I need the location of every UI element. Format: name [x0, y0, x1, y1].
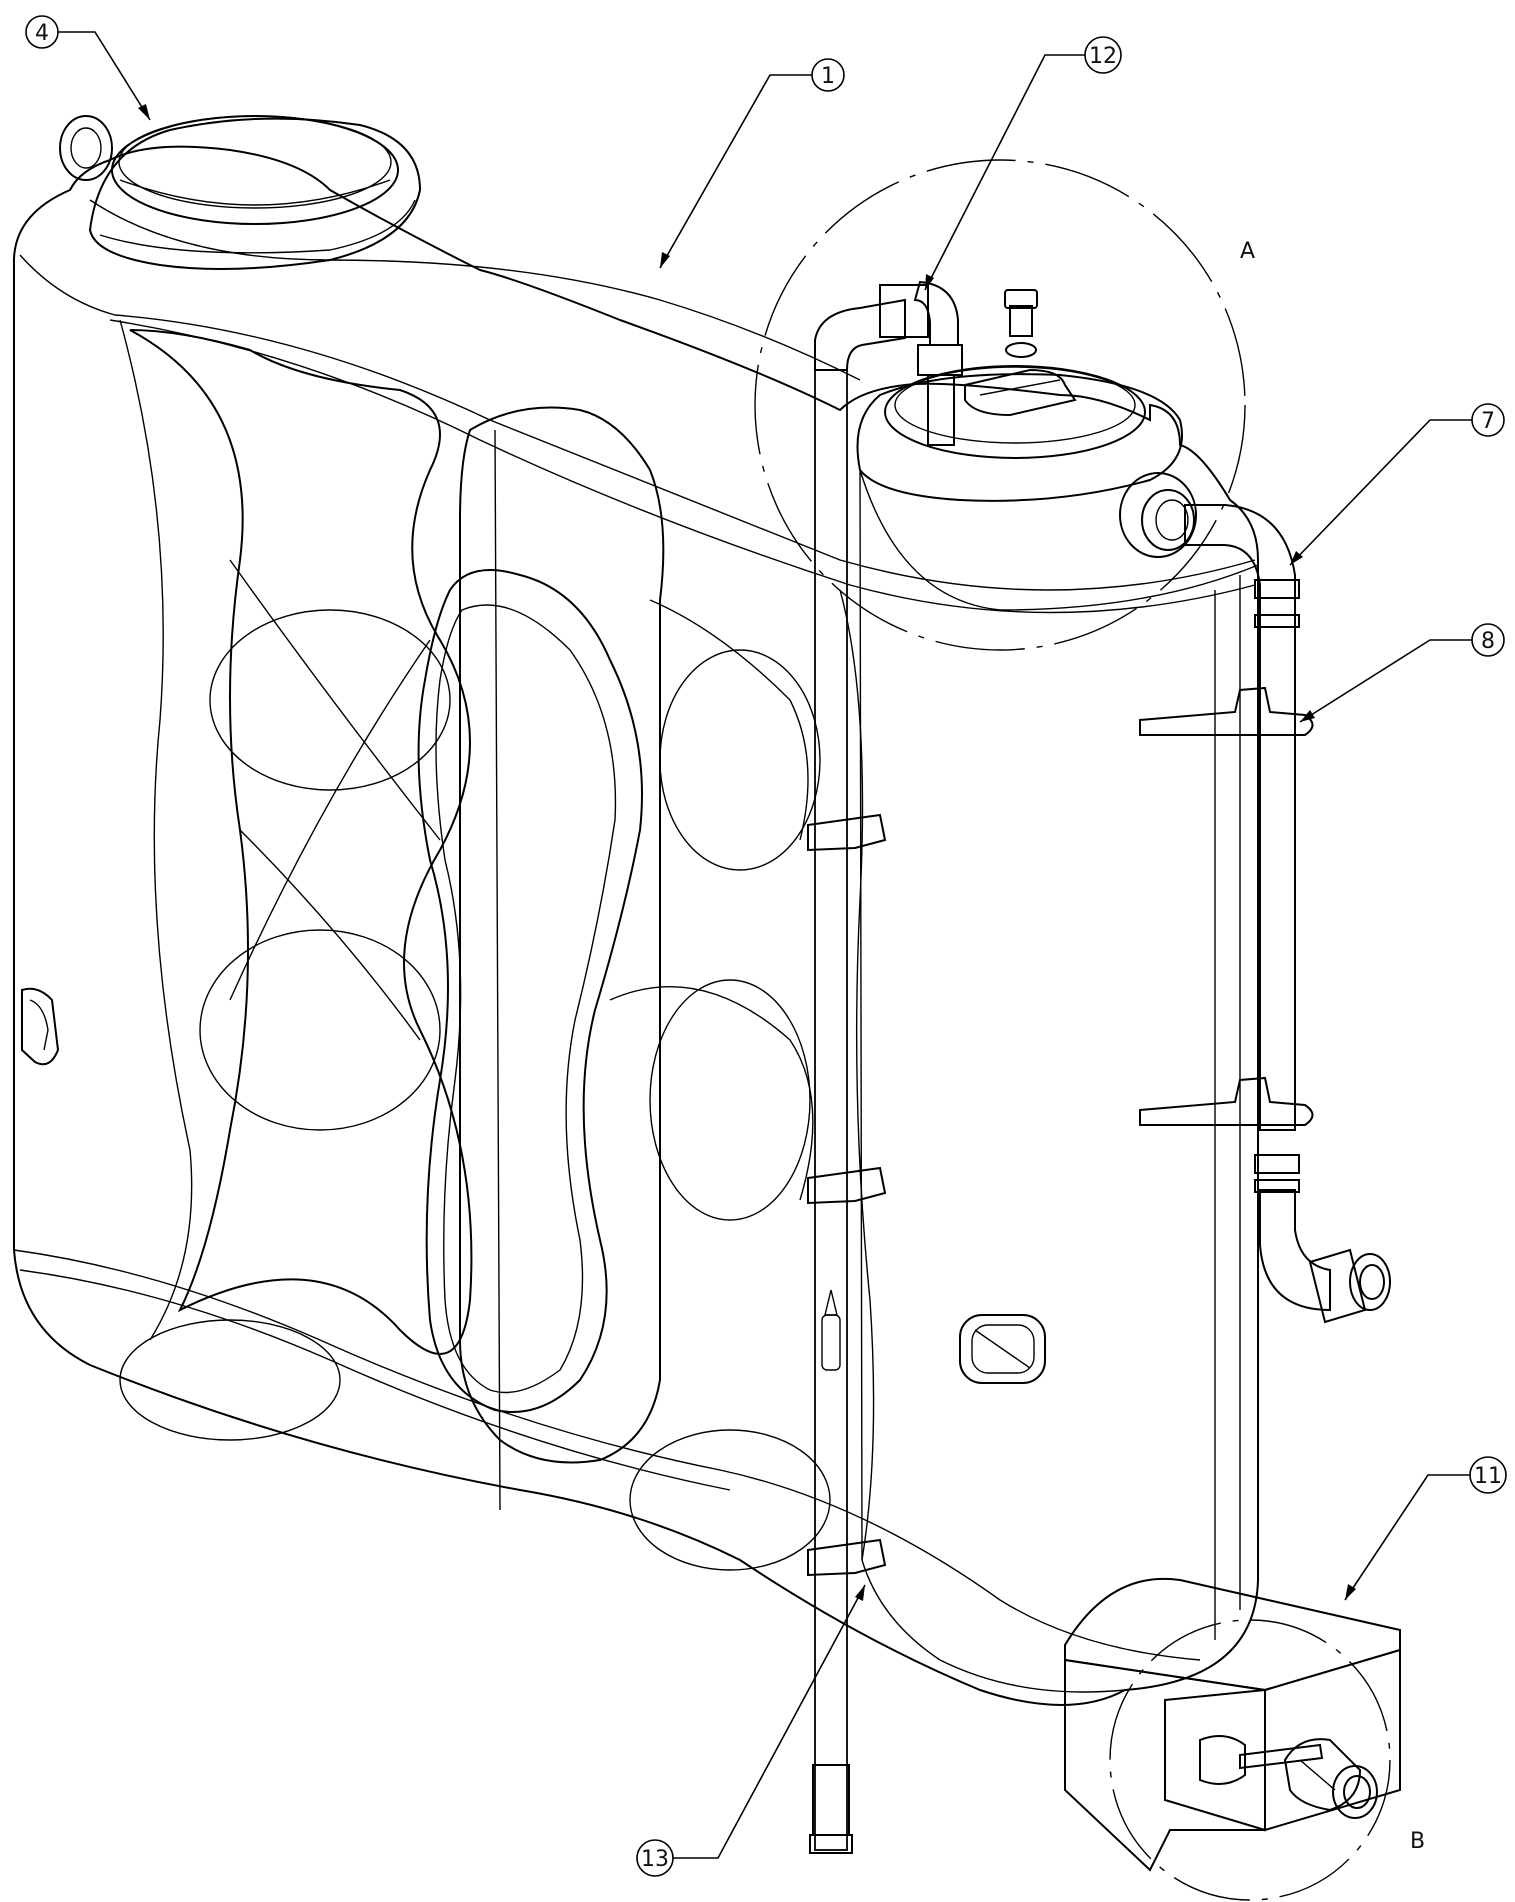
right-handle-recess	[959, 1314, 1046, 1384]
drain-valve	[1199, 1735, 1378, 1819]
svg-text:7: 7	[1481, 409, 1495, 434]
bracket-lower	[1139, 1076, 1314, 1126]
bottom-ridge-1	[13, 1249, 1201, 1661]
seam-right-1	[839, 589, 875, 1561]
pipe-brackets	[1139, 686, 1314, 1126]
callout-13: 13	[636, 1584, 866, 1877]
outlet-box	[1064, 1577, 1401, 1872]
right-dimple-1	[659, 649, 821, 871]
overflow-pipe	[1184, 504, 1391, 1324]
svg-text:13: 13	[641, 1847, 669, 1872]
left-panel-dimple-1	[209, 609, 451, 791]
box-opening	[1164, 1688, 1266, 1832]
detail-circle-b: B	[1109, 1619, 1425, 1901]
callout-11: 11	[1344, 1456, 1507, 1601]
top-ridge-3	[89, 199, 861, 381]
overflow-outlet-fitting	[1308, 1248, 1391, 1324]
svg-text:8: 8	[1481, 629, 1495, 654]
detail-circle-a: A	[754, 159, 1255, 651]
svg-text:4: 4	[35, 21, 49, 46]
left-dome	[59, 115, 422, 270]
right-lid	[884, 365, 1146, 459]
float	[821, 1314, 841, 1371]
tube-clamps	[807, 813, 887, 1577]
right-dimple-4	[119, 1319, 341, 1441]
left-panel-x-3	[239, 829, 421, 1041]
left-panel-dimple-2	[199, 929, 441, 1131]
right-rib-1	[649, 599, 809, 841]
callout-4: 4	[25, 15, 151, 121]
right-dome	[856, 289, 1183, 502]
callout-12: 12	[924, 36, 1122, 291]
right-dimple-2	[649, 979, 811, 1221]
level-indicator	[807, 280, 963, 1854]
vent-plug	[1004, 289, 1038, 358]
top-ridge-1	[19, 254, 1256, 591]
svg-text:1: 1	[821, 64, 835, 89]
right-rib-2	[609, 985, 814, 1201]
side-nozzle	[1119, 472, 1197, 558]
callouts: 4 1 12 7 8	[25, 15, 1507, 1877]
oval-recess	[417, 569, 643, 1413]
tank-silhouette	[12, 145, 1259, 1706]
left-panel-x-1	[229, 559, 441, 841]
callout-7: 7	[1289, 403, 1505, 566]
svg-text:12: 12	[1089, 44, 1117, 69]
bottom-ridge-2	[19, 1269, 731, 1491]
svg-text:11: 11	[1474, 1464, 1502, 1489]
left-handle-recess	[21, 987, 60, 1066]
seam-mid	[494, 429, 501, 1511]
inlet-nozzle	[59, 115, 113, 181]
right-lobe	[859, 469, 1259, 1693]
bracket-upper	[1139, 686, 1314, 736]
middle-column	[459, 406, 665, 1464]
left-panel	[129, 329, 473, 1355]
callout-8: 8	[1299, 623, 1505, 723]
oval-recess-inner	[435, 604, 617, 1394]
seam-left	[119, 319, 193, 1341]
box-right	[1264, 1648, 1401, 1832]
left-panel-x-2	[229, 639, 431, 1001]
detail-label-a: A	[1240, 239, 1255, 264]
right-dimple-3	[629, 1429, 831, 1571]
top-ridge-2	[109, 319, 1256, 614]
callout-1: 1	[659, 58, 845, 269]
tank-body	[12, 145, 1259, 1706]
detail-label-b: B	[1410, 1829, 1425, 1854]
box-top	[1064, 1577, 1401, 1692]
